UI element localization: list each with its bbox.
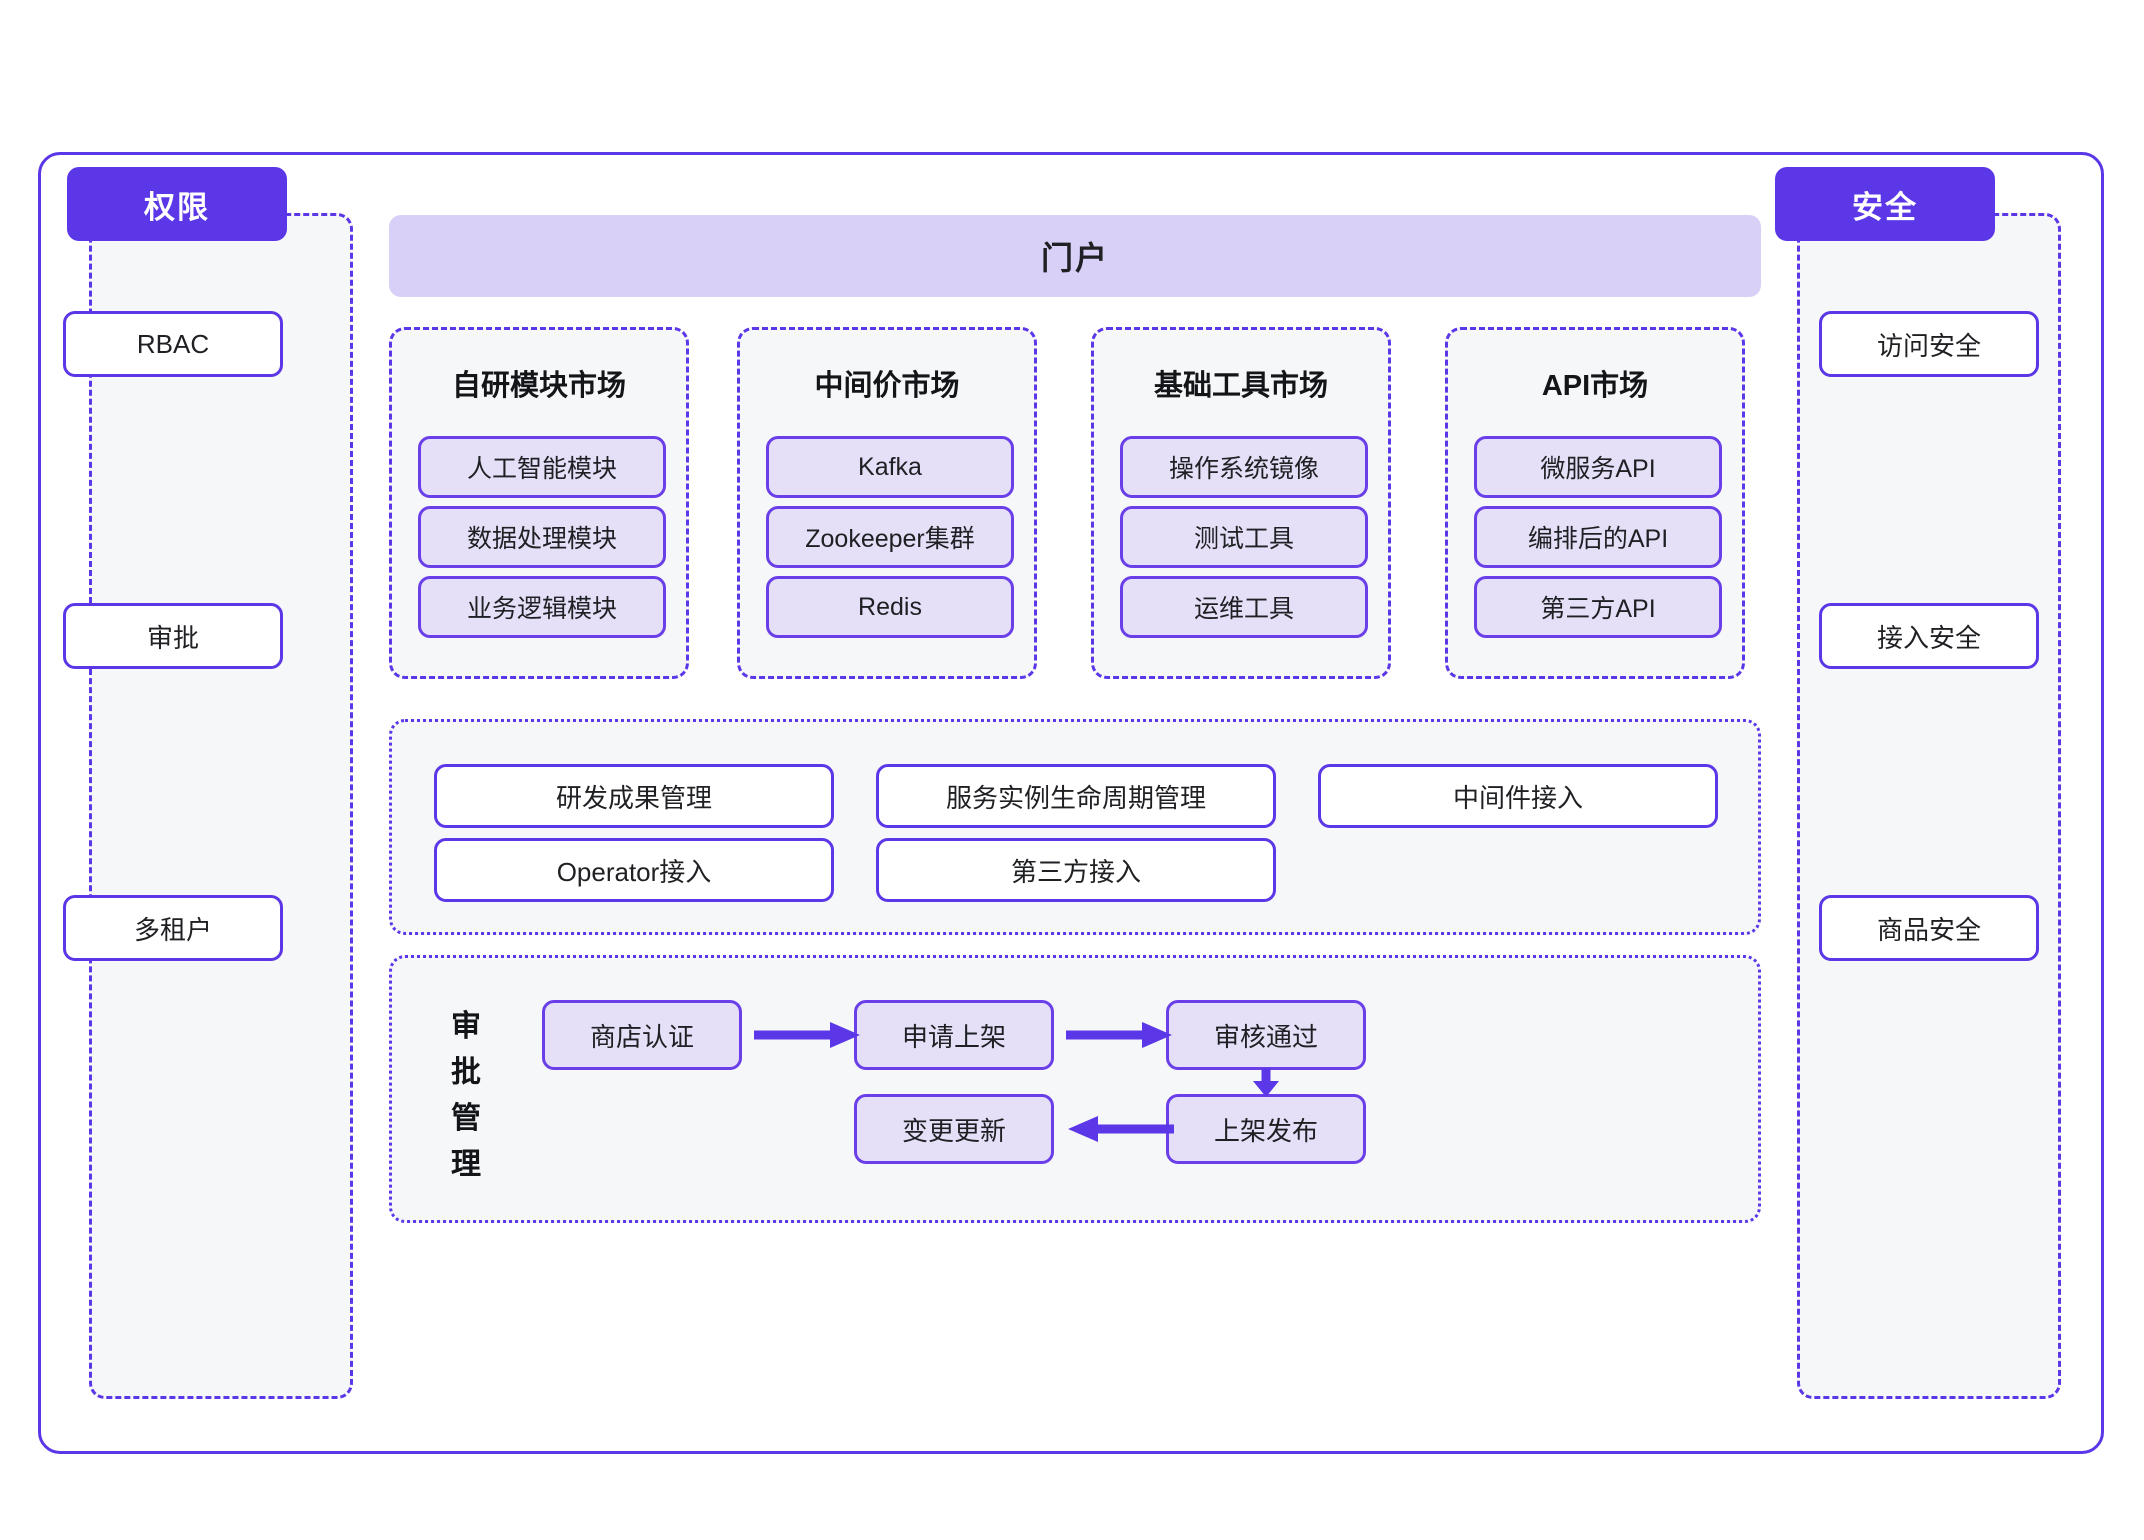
side-item-rbac[interactable]: RBAC — [63, 311, 283, 377]
capability-item-rnd-output[interactable]: 研发成果管理 — [434, 764, 834, 828]
market-item-label: 操作系统镜像 — [1168, 455, 1319, 483]
market-title: API市场 — [1541, 370, 1649, 402]
arrow-right-apply-to-review — [1066, 1022, 1172, 1048]
flow-node-label: 变更更新 — [901, 1115, 1006, 1146]
market-item[interactable]: 编排后的API — [1474, 506, 1722, 568]
left-column-header-label: 权限 — [144, 189, 210, 225]
market-item-label: 第三方API — [1540, 595, 1656, 623]
side-item-product-security-label: 商品安全 — [1876, 914, 1981, 945]
right-column-header-label: 安全 — [1852, 189, 1918, 225]
market-item[interactable]: Kafka — [766, 436, 1014, 498]
market-item[interactable]: 测试工具 — [1120, 506, 1368, 568]
capability-item-label: 服务实例生命周期管理 — [945, 782, 1206, 813]
side-item-product-security[interactable]: 商品安全 — [1819, 895, 2039, 961]
market-item[interactable]: Zookeeper集群 — [766, 506, 1014, 568]
market-item-label: Redis — [858, 592, 922, 621]
market-item[interactable]: 运维工具 — [1120, 576, 1368, 638]
approval-workflow-panel: 审批管理 商店认证 申请上架 审核通过 上架发布 变更更新 — [389, 955, 1761, 1223]
arrow-down-review-to-publish — [1253, 1068, 1279, 1097]
flow-node-label: 申请上架 — [901, 1021, 1006, 1052]
market-item[interactable]: 第三方API — [1474, 576, 1722, 638]
market-panel-self-developed: 自研模块市场 人工智能模块 数据处理模块 业务逻辑模块 — [389, 327, 689, 679]
capability-item-middleware-access[interactable]: 中间件接入 — [1318, 764, 1718, 828]
flow-node-change-update[interactable]: 变更更新 — [854, 1094, 1054, 1164]
market-title: 中间价市场 — [814, 370, 960, 402]
capability-panel: 研发成果管理 服务实例生命周期管理 中间件接入 Operator接入 第三方接入 — [389, 719, 1761, 935]
market-item-label: 微服务API — [1540, 455, 1656, 483]
side-item-multitenant[interactable]: 多租户 — [63, 895, 283, 961]
flow-node-label: 审核通过 — [1213, 1021, 1318, 1052]
market-item[interactable]: 人工智能模块 — [418, 436, 666, 498]
market-item[interactable]: 微服务API — [1474, 436, 1722, 498]
left-column-header: 权限 — [67, 167, 287, 241]
side-item-rbac-label: RBAC — [136, 328, 210, 359]
side-item-approval-label: 审批 — [146, 622, 199, 653]
market-item[interactable]: Redis — [766, 576, 1014, 638]
market-title: 自研模块市场 — [451, 370, 626, 402]
capability-item-label: 中间件接入 — [1452, 782, 1583, 813]
market-panel-api: API市场 微服务API 编排后的API 第三方API — [1445, 327, 1745, 679]
capability-item-service-lifecycle[interactable]: 服务实例生命周期管理 — [876, 764, 1276, 828]
capability-item-label: 第三方接入 — [1010, 856, 1141, 887]
capability-item-operator-access[interactable]: Operator接入 — [434, 838, 834, 902]
arrow-right-shop-auth-to-apply — [754, 1022, 860, 1048]
market-item[interactable]: 操作系统镜像 — [1120, 436, 1368, 498]
right-security-panel — [1797, 213, 2061, 1399]
market-title: 基础工具市场 — [1153, 370, 1328, 402]
side-item-approval[interactable]: 审批 — [63, 603, 283, 669]
capability-item-third-party-access[interactable]: 第三方接入 — [876, 838, 1276, 902]
flow-node-shop-auth[interactable]: 商店认证 — [542, 1000, 742, 1070]
side-item-connection-security[interactable]: 接入安全 — [1819, 603, 2039, 669]
market-item-label: 业务逻辑模块 — [466, 595, 617, 623]
right-column-header: 安全 — [1775, 167, 1995, 241]
side-item-connection-security-label: 接入安全 — [1876, 622, 1981, 653]
market-item-label: Kafka — [858, 452, 922, 481]
market-item-label: 人工智能模块 — [466, 455, 617, 483]
approval-vertical-label: 审批管理 — [451, 1010, 481, 1181]
market-item-label: 编排后的API — [1527, 525, 1669, 553]
market-item[interactable]: 数据处理模块 — [418, 506, 666, 568]
market-item-label: 运维工具 — [1193, 595, 1294, 623]
market-item-label: 测试工具 — [1193, 525, 1294, 553]
arrow-left-publish-to-change — [1068, 1116, 1174, 1142]
side-item-access-security-label: 访问安全 — [1876, 330, 1981, 361]
portal-banner-label: 门户 — [1040, 240, 1109, 276]
market-item-label: 数据处理模块 — [466, 525, 617, 553]
market-item-label: Zookeeper集群 — [805, 525, 975, 553]
capability-item-label: 研发成果管理 — [555, 782, 712, 813]
market-item[interactable]: 业务逻辑模块 — [418, 576, 666, 638]
market-panel-middleware: 中间价市场 Kafka Zookeeper集群 Redis — [737, 327, 1037, 679]
side-item-access-security[interactable]: 访问安全 — [1819, 311, 2039, 377]
market-panel-base-tools: 基础工具市场 操作系统镜像 测试工具 运维工具 — [1091, 327, 1391, 679]
flow-node-publish[interactable]: 上架发布 — [1166, 1094, 1366, 1164]
flow-node-review-passed[interactable]: 审核通过 — [1166, 1000, 1366, 1070]
flow-node-apply-listing[interactable]: 申请上架 — [854, 1000, 1054, 1070]
portal-banner: 门户 — [389, 215, 1761, 297]
capability-item-label: Operator接入 — [556, 856, 712, 887]
side-item-multitenant-label: 多租户 — [133, 914, 212, 945]
flow-node-label: 上架发布 — [1213, 1115, 1318, 1146]
left-permission-panel — [89, 213, 353, 1399]
flow-node-label: 商店认证 — [589, 1021, 694, 1052]
architecture-diagram: 权限 RBAC 审批 多租户 门户 自研模块市场 人工智能模块 数据处理模块 业… — [38, 152, 2104, 1454]
